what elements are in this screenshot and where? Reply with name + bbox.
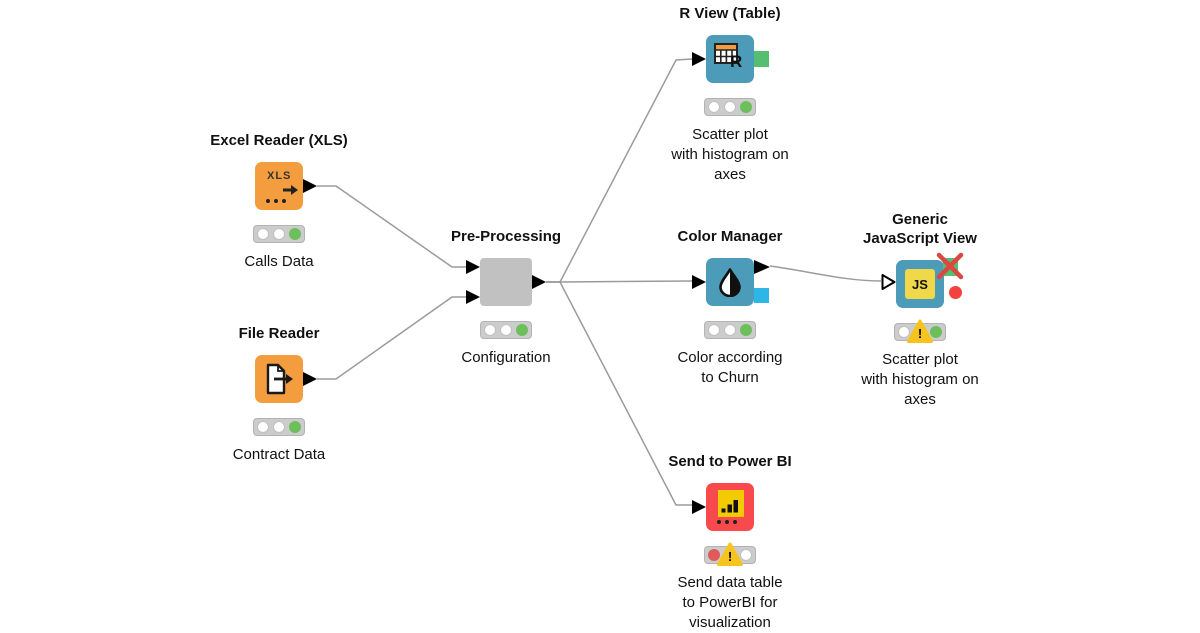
- node-pre-processing[interactable]: Pre-Processing Configuration: [451, 228, 561, 366]
- exclamation-glyph: !: [917, 325, 923, 341]
- wire-file-to-preprocessing[interactable]: [317, 296, 466, 380]
- node-title: R View (Table): [679, 5, 781, 22]
- status-light-white: [724, 324, 736, 336]
- image-output-port[interactable]: [754, 51, 769, 67]
- node-title: Generic JavaScript View: [863, 211, 977, 247]
- node-caption: Calls Data: [244, 253, 314, 270]
- node-color-manager[interactable]: Color Manager Color according to Churn: [677, 228, 782, 386]
- status-light-white: [898, 326, 910, 338]
- status-light-white: [708, 324, 720, 336]
- status-light-white: [484, 324, 496, 336]
- status-light-white: [500, 324, 512, 336]
- traffic-light: [704, 321, 756, 339]
- status-light-white: [273, 228, 285, 240]
- traffic-light: [253, 418, 305, 436]
- input-port[interactable]: [692, 500, 706, 514]
- wire-preprocessing-to-powerbi[interactable]: [546, 281, 692, 506]
- node-r-view[interactable]: R R View (Table) Scatter plot with histo…: [671, 5, 789, 183]
- wire-preprocessing-to-rview[interactable]: [546, 58, 693, 283]
- xls-icon-label: XLS: [267, 170, 292, 182]
- input-port[interactable]: [692, 52, 706, 66]
- status-light-white: [257, 421, 269, 433]
- status-light-green: [740, 324, 752, 336]
- status-light-white: [724, 101, 736, 113]
- node-body[interactable]: XLS: [255, 162, 317, 210]
- node-body[interactable]: [692, 258, 770, 306]
- traffic-light: !: [704, 542, 756, 566]
- node-excel-reader[interactable]: XLS Excel Reader (XLS) Calls Data: [210, 132, 348, 270]
- data-output-port[interactable]: [754, 260, 770, 274]
- node-send-to-power-bi[interactable]: ! Send to Power BI Send data table to Po…: [668, 453, 791, 631]
- traffic-light: !: [894, 319, 946, 343]
- wire-preprocessing-to-colormanager[interactable]: [546, 280, 693, 283]
- traffic-light: [253, 225, 305, 243]
- status-light-green: [289, 228, 301, 240]
- node-body[interactable]: JS: [881, 252, 964, 308]
- xls-icon: XLS: [255, 162, 303, 210]
- node-title: Excel Reader (XLS): [210, 132, 348, 149]
- node-caption: Color according to Churn: [677, 349, 783, 386]
- node-caption: Configuration: [461, 349, 551, 366]
- node-title: Pre-Processing: [450, 228, 562, 245]
- status-light-white: [273, 421, 285, 433]
- status-light-green: [740, 101, 752, 113]
- node-title: Color Manager: [677, 228, 783, 245]
- color-model-output-port[interactable]: [754, 288, 769, 303]
- input-port-1[interactable]: [466, 260, 480, 274]
- output-port[interactable]: [532, 275, 546, 289]
- wire-excel-to-preprocessing[interactable]: [317, 185, 466, 268]
- output-port[interactable]: [303, 372, 317, 386]
- flow-variable-port[interactable]: [949, 286, 962, 299]
- status-light-green: [930, 326, 942, 338]
- error-x-icon: [936, 252, 964, 280]
- node-caption: Contract Data: [232, 446, 326, 463]
- node-body[interactable]: [255, 355, 317, 403]
- node-caption: Scatter plot with histogram on axes: [671, 126, 789, 183]
- node-caption: Send data table to PowerBI for visualiza…: [677, 574, 783, 631]
- exclamation-glyph: !: [727, 548, 733, 564]
- status-light-white: [740, 549, 752, 561]
- ellipsis-icon: [717, 520, 737, 524]
- r-icon-label: R: [730, 52, 743, 71]
- node-body[interactable]: R: [692, 35, 769, 83]
- traffic-light: [704, 98, 756, 116]
- status-light-white: [257, 228, 269, 240]
- js-icon-label: JS: [912, 276, 928, 292]
- node-body[interactable]: [692, 483, 754, 531]
- ellipsis-icon: [266, 199, 286, 203]
- node-generic-javascript-view[interactable]: JS ! Generic JavaScript View Scatter plo…: [861, 211, 979, 408]
- droplet-icon: [706, 258, 754, 306]
- output-port[interactable]: [303, 179, 317, 193]
- bar-chart-icon: [718, 490, 744, 517]
- node-title: File Reader: [238, 325, 320, 342]
- input-port[interactable]: [692, 275, 706, 289]
- table-r-icon: R: [706, 35, 754, 83]
- input-port[interactable]: [881, 273, 896, 291]
- node-caption: Scatter plot with histogram on axes: [861, 351, 979, 408]
- status-light-white: [708, 101, 720, 113]
- input-port-2[interactable]: [466, 290, 480, 304]
- status-light-green: [289, 421, 301, 433]
- arrow-right-icon: [283, 185, 298, 195]
- traffic-light: [480, 321, 532, 339]
- js-icon: JS: [905, 269, 935, 299]
- node-file-reader[interactable]: File Reader Contract Data: [233, 325, 326, 463]
- file-icon: [255, 355, 303, 403]
- wire-colormanager-to-jsview[interactable]: [769, 265, 882, 282]
- metanode-body[interactable]: [466, 258, 546, 306]
- node-title: Send to Power BI: [668, 453, 792, 470]
- warning-icon: !: [907, 319, 933, 343]
- status-light-red: [708, 549, 720, 561]
- warning-icon: !: [717, 542, 743, 566]
- status-light-green: [516, 324, 528, 336]
